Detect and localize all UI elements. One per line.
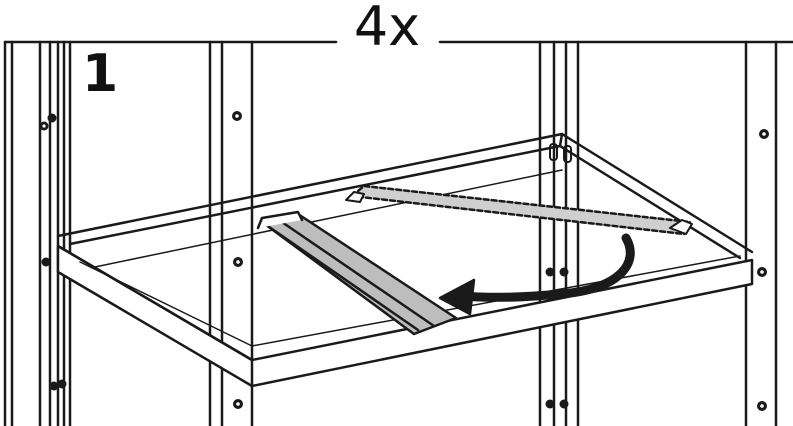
screws [39,111,769,411]
screw-head-icon [545,267,555,277]
shelf-inner-edge [79,255,741,347]
upright-far-left [3,40,14,426]
screw-head-icon [545,399,555,409]
upright-center-right [538,40,580,426]
screw-head-icon [49,381,59,391]
curved-arrow-icon [438,233,635,316]
corner-hooks [549,143,572,163]
step-number: 1 [82,44,119,104]
screw-head-icon [57,379,67,389]
shelf-front-rail [56,244,754,388]
installed-crossbar [256,210,458,336]
ghost-crossbar [350,184,692,236]
quantity-label: 4x [344,0,430,54]
screw-head-icon [41,257,51,267]
screw-head-icon [559,399,569,409]
screw-head-icon [559,267,569,277]
screw-head-icon [47,113,57,123]
ghost-crossbar-ends [345,191,693,235]
upright-right [744,40,778,426]
screw-slots [42,114,766,408]
